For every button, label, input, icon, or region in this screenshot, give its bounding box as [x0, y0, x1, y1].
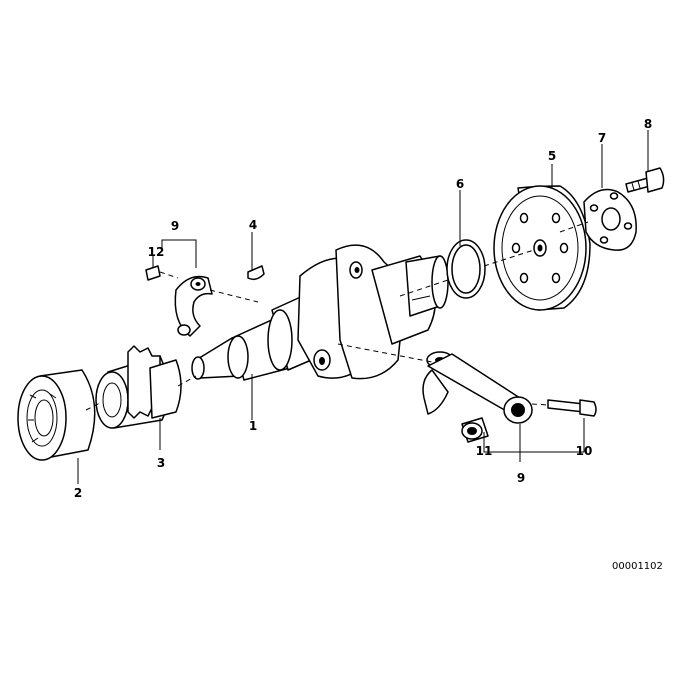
callout-9-upper: 9 [171, 219, 179, 233]
part-rod-bolt [547, 399, 597, 417]
part-sprocket [95, 345, 182, 429]
callout-10: 10 [576, 444, 593, 458]
part-connecting-rod [422, 351, 533, 424]
callout-7: 7 [598, 131, 606, 145]
callout-3: 3 [157, 456, 165, 470]
callout-11: 11 [476, 444, 493, 458]
callout-8: 8 [644, 117, 652, 131]
document-number: 00001102 [612, 561, 663, 572]
callout-2: 2 [74, 486, 82, 500]
part-o-ring [446, 239, 486, 299]
part-bearing-cap [174, 275, 213, 337]
part-crankshaft [191, 244, 449, 381]
part-pulley [493, 185, 591, 311]
assembly-lines [85, 221, 589, 411]
callout-5: 5 [548, 149, 556, 163]
callout-12: 12 [148, 245, 165, 259]
callout-6: 6 [456, 177, 464, 191]
callout-1: 1 [249, 419, 257, 433]
part-bolt [625, 167, 665, 193]
callout-9-lower: 9 [517, 471, 525, 485]
part-roller-bearing [17, 369, 96, 461]
part-flange-plate [583, 188, 637, 251]
part-rod-bushing [461, 417, 489, 443]
part-woodruff-key [247, 265, 265, 281]
part-dowel-pin [145, 265, 161, 281]
leader-lines [77, 130, 649, 484]
callout-4: 4 [249, 218, 257, 232]
